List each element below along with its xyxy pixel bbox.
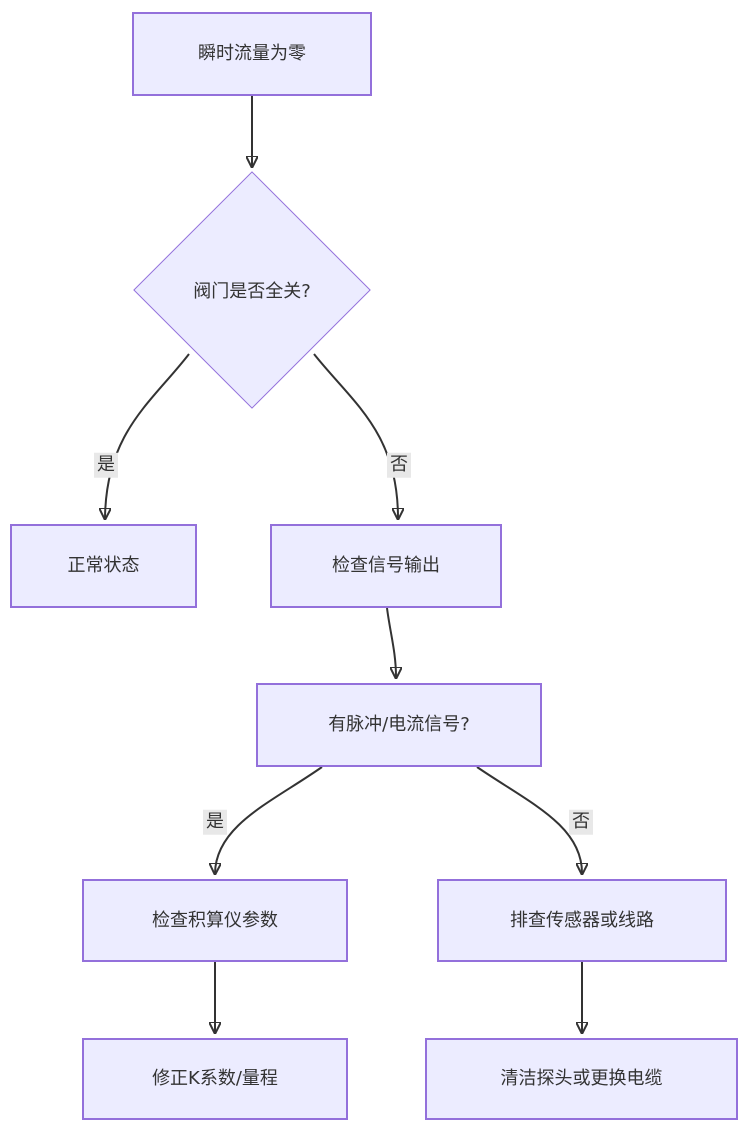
edge-b-c (105, 353, 190, 518)
edge-label-yes-1: 是 (94, 452, 118, 478)
edge-e-g (476, 766, 582, 873)
edge-label-no-2: 否 (569, 809, 593, 835)
edge-b-d (313, 353, 398, 518)
node-label: 正常状态 (67, 555, 140, 577)
node-label: 检查积算仪参数 (152, 909, 278, 931)
node-label: 清洁探头或更换电缆 (500, 1068, 663, 1090)
node-correct-k-factor-range: 修正K系数/量程 (82, 1038, 348, 1120)
edge-label-no-1: 否 (387, 452, 411, 478)
node-inspect-sensor-wiring: 排查传感器或线路 (437, 879, 727, 962)
node-label: 修正K系数/量程 (152, 1068, 278, 1090)
node-label: 瞬时流量为零 (198, 43, 306, 65)
node-pulse-current-signal: 有脉冲/电流信号? (256, 683, 542, 767)
node-normal-state: 正常状态 (10, 524, 197, 608)
node-clean-probe-replace-cable: 清洁探头或更换电缆 (425, 1038, 738, 1120)
edge-d-e (386, 607, 396, 677)
decision-valve-closed-label: 阀门是否全关? (193, 281, 311, 302)
node-instant-flow-zero: 瞬时流量为零 (132, 12, 372, 96)
node-check-totalizer-params: 检查积算仪参数 (82, 879, 348, 962)
node-check-signal-output: 检查信号输出 (270, 524, 502, 608)
node-label: 检查信号输出 (332, 555, 440, 577)
edge-label-yes-2: 是 (203, 809, 227, 835)
node-label: 有脉冲/电流信号? (328, 714, 470, 736)
node-label: 排查传感器或线路 (510, 909, 654, 931)
edge-e-f (215, 766, 323, 873)
